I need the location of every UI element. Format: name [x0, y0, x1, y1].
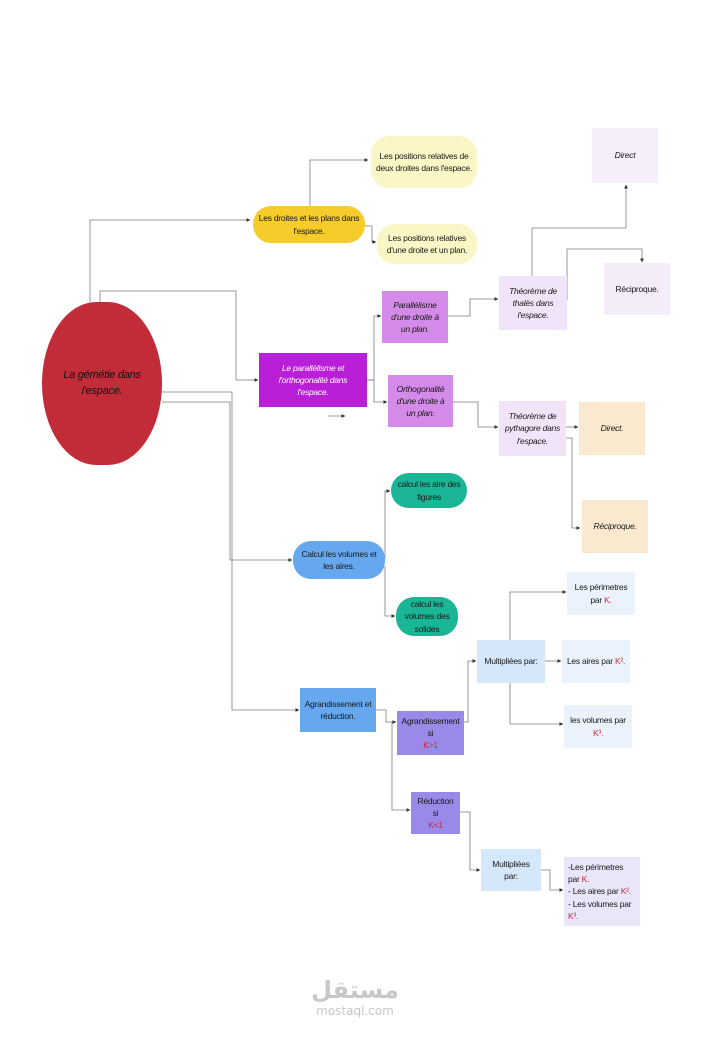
link-agr-agrandissement	[376, 709, 397, 724]
node-theoreme-thales[interactable]: Théorème de thalès dans l'espace.	[499, 276, 567, 330]
node-aires-label: Les aires par K².	[566, 656, 626, 667]
link-orthogonalite-pythagore	[453, 401, 499, 429]
branch-agrandissement-reduction[interactable]: Agrandissement et réduction.	[300, 688, 376, 732]
node-perimetres-label: Les périmetres par K.	[574, 582, 628, 605]
root-label: La gémétie dans l'espace.	[63, 368, 141, 397]
branch-calcul-volumes-aires[interactable]: Calcul les volumes et les aires.	[293, 541, 385, 579]
node-reduction-multipliees[interactable]: Multipliées par:	[481, 849, 541, 891]
node-calcul-aires-label: calcul les aire des figures	[397, 479, 461, 502]
reduce-text: Réduction si	[417, 795, 454, 818]
link-calcul-aires	[384, 489, 391, 558]
node-aires[interactable]: Les aires par K².	[562, 640, 630, 683]
node-agrandissement-multipliees[interactable]: Multipliées par:	[477, 640, 545, 683]
branch-calcul-label: Calcul les volumes et les aires.	[301, 548, 377, 571]
node-agrandissement-multipliees-label: Multipliées par:	[484, 656, 538, 667]
node-thales-reciproque[interactable]: Réciproque.	[604, 263, 670, 315]
node-thales-reciproque-label: Réciproque.	[615, 283, 659, 294]
link-root-calcul	[162, 401, 293, 562]
link-mult-liste	[541, 869, 564, 892]
watermark: مستقل mostaql.com	[300, 976, 410, 1018]
node-reduction[interactable]: Réduction si K<1	[411, 792, 460, 834]
link-agrandissement-mult	[464, 659, 477, 723]
node-perimetres[interactable]: Les périmetres par K.	[567, 572, 635, 615]
link-root-agrandissement	[162, 391, 300, 712]
link-par-parallelisme	[367, 314, 382, 381]
branch-parallelisme-orthogonalite[interactable]: Le parallélisme et l'orthogonalité dans …	[259, 353, 367, 407]
node-positions-deux-droites[interactable]: Les positions relatives de deux droites …	[371, 136, 477, 188]
root-node[interactable]: La gémétie dans l'espace.	[42, 302, 162, 465]
link-mult-perimetres	[509, 590, 567, 640]
node-thales-label: Théorème de thalès dans l'espace.	[509, 285, 557, 321]
enlarge-text: Agrandissement si	[401, 715, 460, 738]
link-droites-deux-droites	[309, 158, 369, 206]
link-root-parallelisme	[99, 290, 259, 382]
reduction-result-perimetres: -Les périmetres par K.	[568, 861, 624, 885]
node-calcul-volumes-label: calcul les volumes des solides	[404, 599, 450, 634]
node-reduction-label: Réduction si K<1	[415, 795, 456, 832]
node-pythagore-label: Théorème de pythagore dans l'espace.	[504, 411, 561, 446]
node-positions-deux-droites-label: Les positions relatives de deux droites …	[376, 150, 472, 173]
link-thales-direct	[531, 184, 628, 278]
node-positions-droite-plan-label: Les positions relatives d'une droite et …	[386, 232, 468, 255]
node-parallelisme-droite-plan[interactable]: Parallélisme d'une droite à un plan.	[382, 291, 448, 343]
link-parallelisme-thales	[448, 297, 499, 317]
node-orthogonalite-droite-plan[interactable]: Orthogonalité d'une droite à un plan.	[388, 375, 453, 427]
link-pythagore-reciproque	[566, 437, 581, 530]
branch-agrandissement-label: Agrandissement et réduction.	[304, 698, 372, 721]
enlarge-condition: K>1	[423, 740, 438, 751]
branch-parallelisme-label: Le parallélisme et l'orthogonalité dans …	[278, 362, 348, 398]
node-thales-direct[interactable]: Direct	[592, 128, 658, 183]
node-pythagore-direct[interactable]: Direct.	[579, 402, 645, 455]
link-reduction-mult	[460, 811, 481, 872]
link-droites-droite-plan	[365, 225, 377, 244]
watermark-url: mostaql.com	[316, 1004, 394, 1018]
node-thales-direct-label: Direct	[614, 150, 636, 161]
node-agrandissement[interactable]: Agrandissement si K>1	[397, 711, 464, 755]
reduction-result-volumes: - Les volumes par K³.	[568, 898, 632, 921]
node-pythagore-direct-label: Direct.	[600, 423, 624, 434]
node-pythagore-reciproque[interactable]: Réciproque.	[582, 500, 648, 553]
link-par-orthogonalite	[367, 379, 388, 404]
branch-droites-plans-label: Les droites et les plans dans l'espace.	[258, 213, 360, 236]
node-pythagore-reciproque-label: Réciproque.	[593, 521, 637, 532]
watermark-logo: مستقل	[311, 976, 399, 1004]
link-root-droites	[89, 218, 251, 302]
node-calcul-aires[interactable]: calcul les aire des figures	[391, 473, 467, 508]
link-agr-reduction	[391, 722, 411, 812]
link-mult-volumes	[509, 682, 564, 726]
node-calcul-volumes[interactable]: calcul les volumes des solides	[396, 597, 458, 636]
link-thales-reciproque	[566, 248, 644, 300]
reduction-result-aires: - Les aires par K².	[568, 886, 631, 897]
reduction-results-list: -Les périmetres par K. - Les aires par K…	[568, 861, 636, 923]
node-reduction-multipliees-label: Multipliées par:	[492, 858, 530, 881]
node-volumes-label: les volumes par K³.	[570, 715, 626, 738]
node-volumes[interactable]: les volumes par K³.	[564, 705, 632, 748]
link-calcul-volumes	[384, 566, 396, 618]
node-parallelisme-label: Parallélisme d'une droite à un plan.	[391, 299, 439, 335]
branch-droites-plans[interactable]: Les droites et les plans dans l'espace.	[253, 206, 365, 243]
node-theoreme-pythagore[interactable]: Théorème de pythagore dans l'espace.	[499, 401, 566, 456]
node-orthogonalite-label: Orthogonalité d'une droite à un plan.	[396, 383, 445, 419]
node-reduction-resultats[interactable]: -Les périmetres par K. - Les aires par K…	[564, 857, 640, 926]
reduce-condition: K<1	[428, 820, 443, 831]
node-positions-droite-plan[interactable]: Les positions relatives d'une droite et …	[377, 224, 477, 264]
node-agrandissement-label: Agrandissement si K>1	[401, 715, 460, 752]
